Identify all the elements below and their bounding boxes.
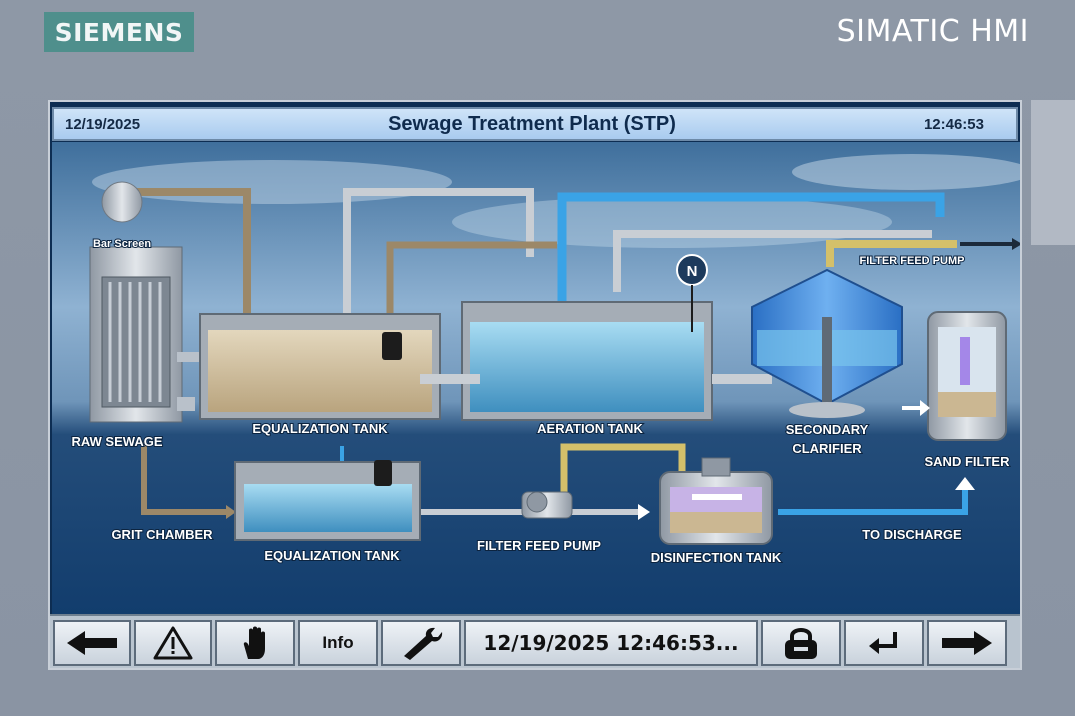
bezel-side-strip bbox=[1031, 100, 1075, 245]
left-arrow-icon bbox=[67, 631, 117, 655]
lock-button[interactable] bbox=[761, 620, 841, 666]
label-filter-feed-pump-upper: FILTER FEED PUMP bbox=[860, 255, 965, 267]
pipe-blue-discharge bbox=[778, 487, 968, 515]
process-diagram: N Bar Scr bbox=[52, 142, 1020, 614]
header-date: 12/19/2025 bbox=[65, 115, 141, 133]
cloud bbox=[92, 160, 452, 204]
outlet-arrow-head bbox=[1012, 238, 1020, 250]
submersible-pump bbox=[382, 332, 402, 360]
label-filter-feed-pump-lower: FILTER FEED PUMP bbox=[477, 538, 601, 553]
label-secondary-clarifier-2: CLARIFIER bbox=[792, 441, 862, 456]
bar-screen-motor bbox=[101, 181, 143, 223]
submersible-pump bbox=[374, 460, 392, 486]
pipe-gray-return bbox=[613, 230, 932, 292]
pipe-gray-link bbox=[420, 374, 480, 384]
uv-tube bbox=[692, 494, 742, 500]
equalization-tank-lower-water bbox=[244, 484, 412, 532]
label-raw-sewage: RAW SEWAGE bbox=[71, 434, 162, 449]
info-button[interactable]: Info bbox=[298, 620, 378, 666]
label-disinfection-tank: DISINFECTION TANK bbox=[651, 550, 782, 565]
clarifier-shaft bbox=[822, 317, 832, 407]
pipe-brown-inlet bbox=[132, 188, 251, 327]
pump-motor bbox=[526, 491, 548, 513]
title-bar: 12/19/2025 Sewage Treatment Plant (STP) … bbox=[52, 107, 1018, 141]
right-arrow-icon bbox=[942, 631, 992, 655]
uv-lamp bbox=[960, 337, 970, 385]
pipe-brown-transfer bbox=[386, 241, 557, 332]
pipe-yellow-lower bbox=[560, 443, 686, 492]
pipe-brown-to-grit bbox=[141, 442, 230, 515]
forward-button[interactable] bbox=[927, 620, 1007, 666]
pipe-gray-upper bbox=[343, 188, 534, 327]
alarm-button[interactable] bbox=[134, 620, 212, 666]
cloud bbox=[792, 154, 1020, 190]
siemens-logo: SIEMENS bbox=[44, 12, 194, 52]
aeration-tank-water bbox=[470, 322, 704, 412]
label-to-discharge: TO DISCHARGE bbox=[862, 527, 962, 542]
product-name: SIMATIC HMI bbox=[836, 14, 1029, 49]
label-secondary-clarifier-1: SECONDARY bbox=[786, 422, 869, 437]
hand-icon bbox=[243, 626, 265, 659]
hmi-toolbar: Info 12/19/2025 12:46:53... bbox=[50, 614, 1020, 668]
back-button[interactable] bbox=[53, 620, 131, 666]
warning-icon bbox=[153, 626, 193, 660]
enter-icon bbox=[869, 632, 897, 654]
page-title: Sewage Treatment Plant (STP) bbox=[388, 112, 676, 135]
label-equalization-tank-upper: EQUALIZATION TANK bbox=[252, 421, 388, 436]
label-equalization-tank-lower: EQUALIZATION TANK bbox=[264, 548, 400, 563]
clarifier-base bbox=[789, 402, 865, 418]
n-indicator-label: N bbox=[687, 263, 698, 280]
label-grit-chamber: GRIT CHAMBER bbox=[111, 527, 213, 542]
label-aeration-tank: AERATION TANK bbox=[537, 421, 643, 436]
disinfection-media bbox=[670, 512, 762, 533]
stop-button[interactable] bbox=[215, 620, 295, 666]
pipe-connector bbox=[177, 397, 195, 411]
enter-button[interactable] bbox=[844, 620, 924, 666]
disinfection-tank-cap bbox=[701, 457, 731, 477]
flow-arrow-head bbox=[638, 504, 650, 520]
pipe-gray-link bbox=[712, 374, 772, 384]
sand-media bbox=[938, 392, 996, 417]
label-sand-filter: SAND FILTER bbox=[925, 454, 1011, 469]
label-bar-screen: Bar Screen bbox=[93, 238, 151, 250]
pipe-blue-air bbox=[557, 192, 945, 312]
header-time: 12:46:53 bbox=[923, 115, 984, 133]
flow-arrow-up bbox=[955, 477, 975, 490]
flow-arrow-head bbox=[226, 505, 236, 519]
hmi-screen: 12/19/2025 Sewage Treatment Plant (STP) … bbox=[48, 100, 1022, 670]
pipe-connector bbox=[177, 352, 199, 362]
flow-arrow-head bbox=[920, 400, 930, 416]
padlock-icon bbox=[785, 628, 817, 659]
pipe-yellow-feed bbox=[826, 240, 957, 267]
datetime-display: 12/19/2025 12:46:53... bbox=[464, 620, 758, 666]
wrench-icon bbox=[404, 627, 443, 660]
settings-button[interactable] bbox=[381, 620, 461, 666]
